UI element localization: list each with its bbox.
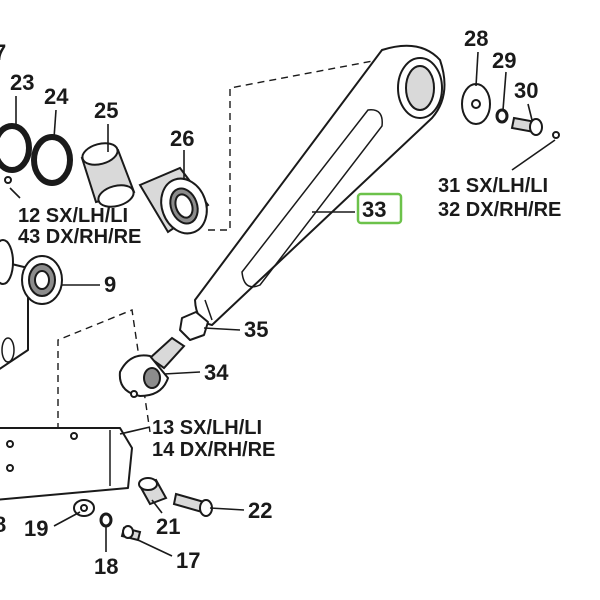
label-30: 30: [514, 78, 538, 103]
seal-ring-24: [31, 134, 73, 186]
label-43: 43 DX/RH/RE: [18, 226, 141, 248]
leader-lines: [9, 51, 556, 557]
label-13: 13 SX/LH/LI: [152, 417, 262, 439]
label-12: 12 SX/LH/LI: [18, 205, 128, 227]
screw-30: [510, 116, 560, 139]
rod-end-34: [118, 336, 186, 398]
spacer-21: [138, 477, 168, 506]
label-33: 33: [362, 197, 386, 222]
label-21: 21: [156, 514, 180, 539]
label-29: 29: [492, 48, 516, 73]
bearing-9: [21, 255, 63, 305]
washer-28: [461, 83, 491, 125]
highlight-box-33: [356, 192, 403, 225]
label-31: 31 SX/LH/LI: [438, 175, 548, 197]
label-32: 32 DX/RH/RE: [438, 199, 561, 221]
label-9: 9: [104, 272, 116, 297]
label-7: 7: [0, 40, 6, 65]
label-25: 25: [94, 98, 118, 123]
label-26: 26: [170, 126, 194, 151]
nut-35: [179, 311, 209, 341]
label-22: 22: [248, 498, 272, 523]
label-34: 34: [204, 360, 229, 385]
bracket-13: [0, 427, 133, 501]
screw-17: [120, 525, 142, 542]
grease-nipple: [4, 176, 12, 184]
bolt-22: [172, 492, 213, 517]
label-17: 17: [176, 548, 200, 573]
label-18: 18: [94, 554, 118, 579]
label-14: 14 DX/RH/RE: [152, 439, 275, 461]
label-8: 8: [0, 512, 6, 537]
arm-33: [194, 44, 446, 326]
seal-ring-23: [0, 123, 32, 173]
label-23: 23: [10, 70, 34, 95]
lock-washer-29: [495, 108, 509, 124]
lock-washer-18: [99, 512, 113, 528]
left-housing-fragment: [0, 239, 29, 370]
label-35: 35: [244, 317, 268, 342]
label-19: 19: [24, 516, 48, 541]
bearing-26: [138, 166, 210, 235]
label-28: 28: [464, 26, 488, 51]
label-24: 24: [44, 84, 69, 109]
